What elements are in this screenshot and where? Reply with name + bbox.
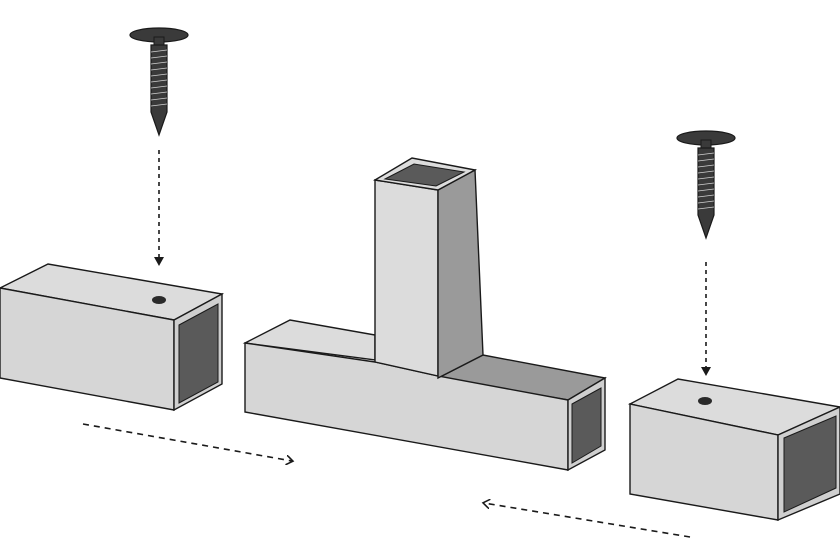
tee-upright-front-face bbox=[374, 179, 439, 377]
right-screw-icon bbox=[676, 130, 736, 240]
tee-upright-side-face bbox=[437, 168, 484, 380]
left-tube-slide-arrow bbox=[82, 423, 292, 461]
tee-connector bbox=[242, 157, 607, 472]
left-tube-opening bbox=[178, 303, 219, 404]
tee-horizontal-opening bbox=[571, 387, 602, 464]
tee-upright-opening bbox=[383, 163, 466, 187]
left-screw-icon bbox=[129, 27, 189, 137]
left-tube-screw-hole bbox=[152, 296, 166, 304]
right-tube-slide-arrow bbox=[484, 503, 691, 538]
right-tube bbox=[627, 378, 840, 522]
right-tube-opening bbox=[783, 415, 837, 513]
right-tube-screw-hole bbox=[698, 397, 712, 405]
left-tube bbox=[0, 263, 225, 412]
